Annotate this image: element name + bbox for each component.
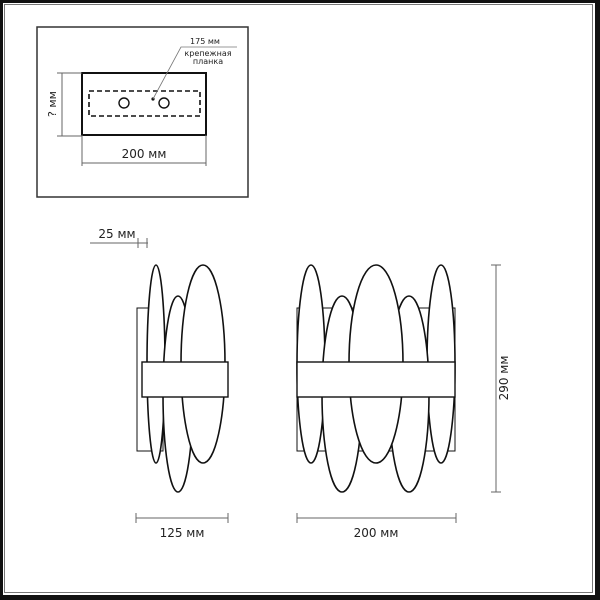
mount-plate-outline — [81, 72, 207, 136]
height-label: 290 мм — [497, 356, 511, 401]
front-band — [296, 361, 456, 398]
side-width-label: 125 мм — [160, 526, 205, 540]
inset-height-label: ? мм — [46, 91, 59, 117]
side-band — [141, 361, 229, 398]
depth-label: 25 мм — [98, 227, 135, 241]
inset-width-label: 200 мм — [122, 147, 167, 161]
screw-hole-left — [118, 97, 130, 109]
inner-frame — [4, 4, 593, 593]
bracket-length-label: 175 мм — [190, 37, 220, 46]
bracket-caption-line2: планка — [193, 57, 223, 66]
bracket-caption-line1: крепежная — [184, 49, 231, 58]
mounting-bracket-dashed — [88, 90, 201, 117]
mounting-inset: 175 мм крепежная планка ? мм 200 мм — [36, 26, 249, 198]
side-view: 25 мм 125 мм — [90, 227, 229, 540]
front-width-label: 200 мм — [354, 526, 399, 540]
front-view: 200 мм 290 мм — [296, 264, 511, 540]
screw-hole-right — [158, 97, 170, 109]
bracket-leader-line — [152, 46, 237, 100]
